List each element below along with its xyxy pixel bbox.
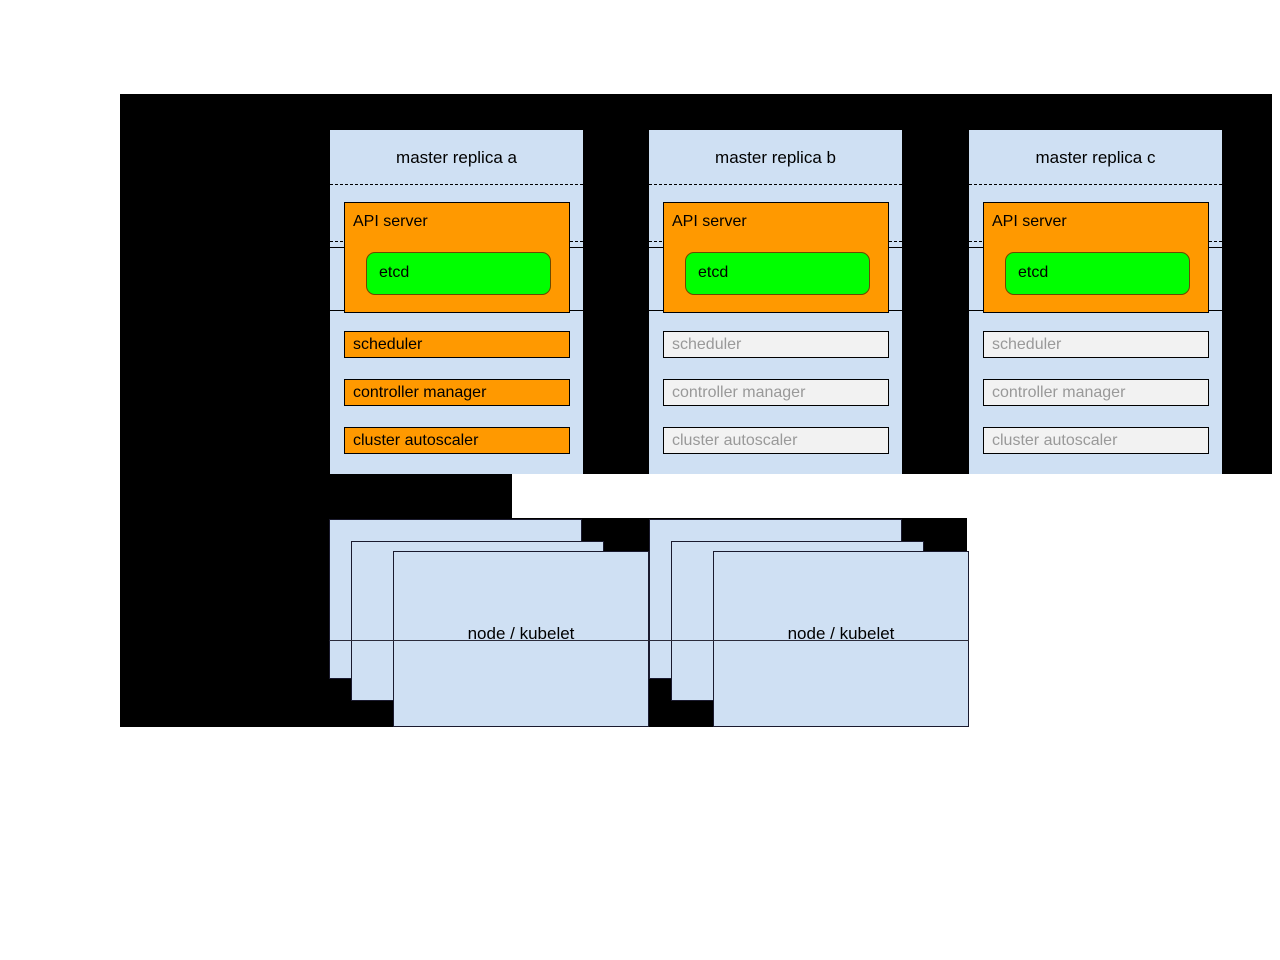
component-controller-manager-b[interactable]: controller manager [663,379,889,406]
etcd-box-a[interactable]: etcd [366,252,551,295]
component-label: controller manager [353,384,487,401]
master-replica-panel-b[interactable]: master replica b API server etcd schedul… [649,130,902,474]
node-card-front-1[interactable]: node / kubelet [393,551,649,727]
api-server-label-b: API server [672,213,747,230]
component-scheduler-b[interactable]: scheduler [663,331,889,358]
etcd-box-c[interactable]: etcd [1005,252,1190,295]
component-controller-manager-a[interactable]: controller manager [344,379,570,406]
node-card-front-2[interactable]: node / kubelet [713,551,969,727]
component-label: scheduler [672,336,742,353]
component-label: scheduler [353,336,423,353]
master-replica-title-c: master replica c [1035,148,1156,167]
component-label: controller manager [672,384,806,401]
component-label: scheduler [992,336,1062,353]
api-server-box-a[interactable]: API server etcd [344,202,570,313]
node-kubelet-label-1: node / kubelet [467,624,575,643]
node-kubelet-label-2: node / kubelet [787,624,895,643]
master-replica-title-b: master replica b [715,148,836,167]
api-server-box-b[interactable]: API server etcd [663,202,889,313]
master-replica-panel-c[interactable]: master replica c API server etcd schedul… [969,130,1222,474]
etcd-box-b[interactable]: etcd [685,252,870,295]
component-label: cluster autoscaler [672,432,798,449]
master-replica-title-a: master replica a [396,148,517,167]
divider-dashed-top-b [649,184,902,185]
api-server-label-c: API server [992,213,1067,230]
component-cluster-autoscaler-c[interactable]: cluster autoscaler [983,427,1209,454]
component-scheduler-a[interactable]: scheduler [344,331,570,358]
component-label: cluster autoscaler [353,432,479,449]
divider-dashed-top-a [330,184,583,185]
component-label: controller manager [992,384,1126,401]
component-cluster-autoscaler-b[interactable]: cluster autoscaler [663,427,889,454]
api-server-box-c[interactable]: API server etcd [983,202,1209,313]
etcd-label-c: etcd [1018,264,1049,281]
component-scheduler-c[interactable]: scheduler [983,331,1209,358]
component-cluster-autoscaler-a[interactable]: cluster autoscaler [344,427,570,454]
node-divider-2 [649,640,969,641]
etcd-label-b: etcd [698,264,729,281]
component-label: cluster autoscaler [992,432,1118,449]
divider-dashed-top-c [969,184,1222,185]
master-replica-panel-a[interactable]: master replica a API server etcd schedul… [330,130,583,474]
api-server-label-a: API server [353,213,428,230]
etcd-label-a: etcd [379,264,410,281]
component-controller-manager-c[interactable]: controller manager [983,379,1209,406]
